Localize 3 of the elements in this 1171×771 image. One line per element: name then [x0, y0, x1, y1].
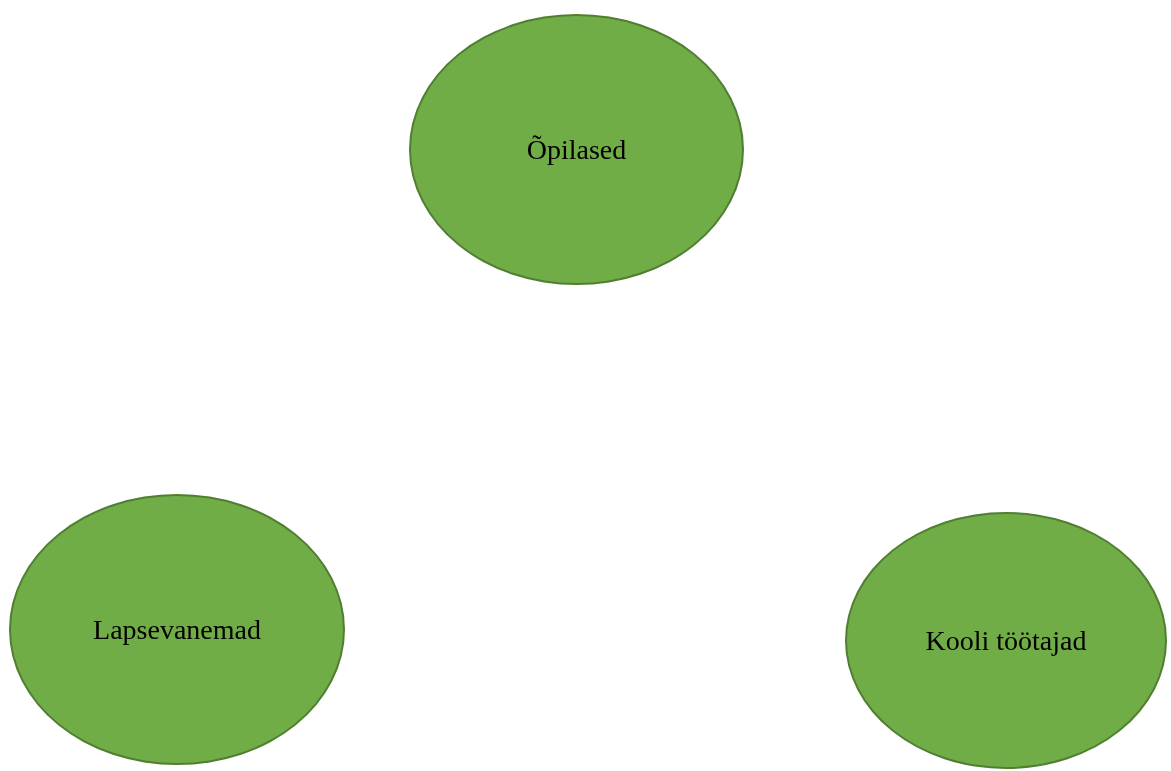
ellipse-node: Lapsevanemad — [9, 494, 345, 765]
ellipse-node: Kooli töötajad — [845, 512, 1167, 769]
ellipse-node: Õpilased — [409, 14, 744, 285]
